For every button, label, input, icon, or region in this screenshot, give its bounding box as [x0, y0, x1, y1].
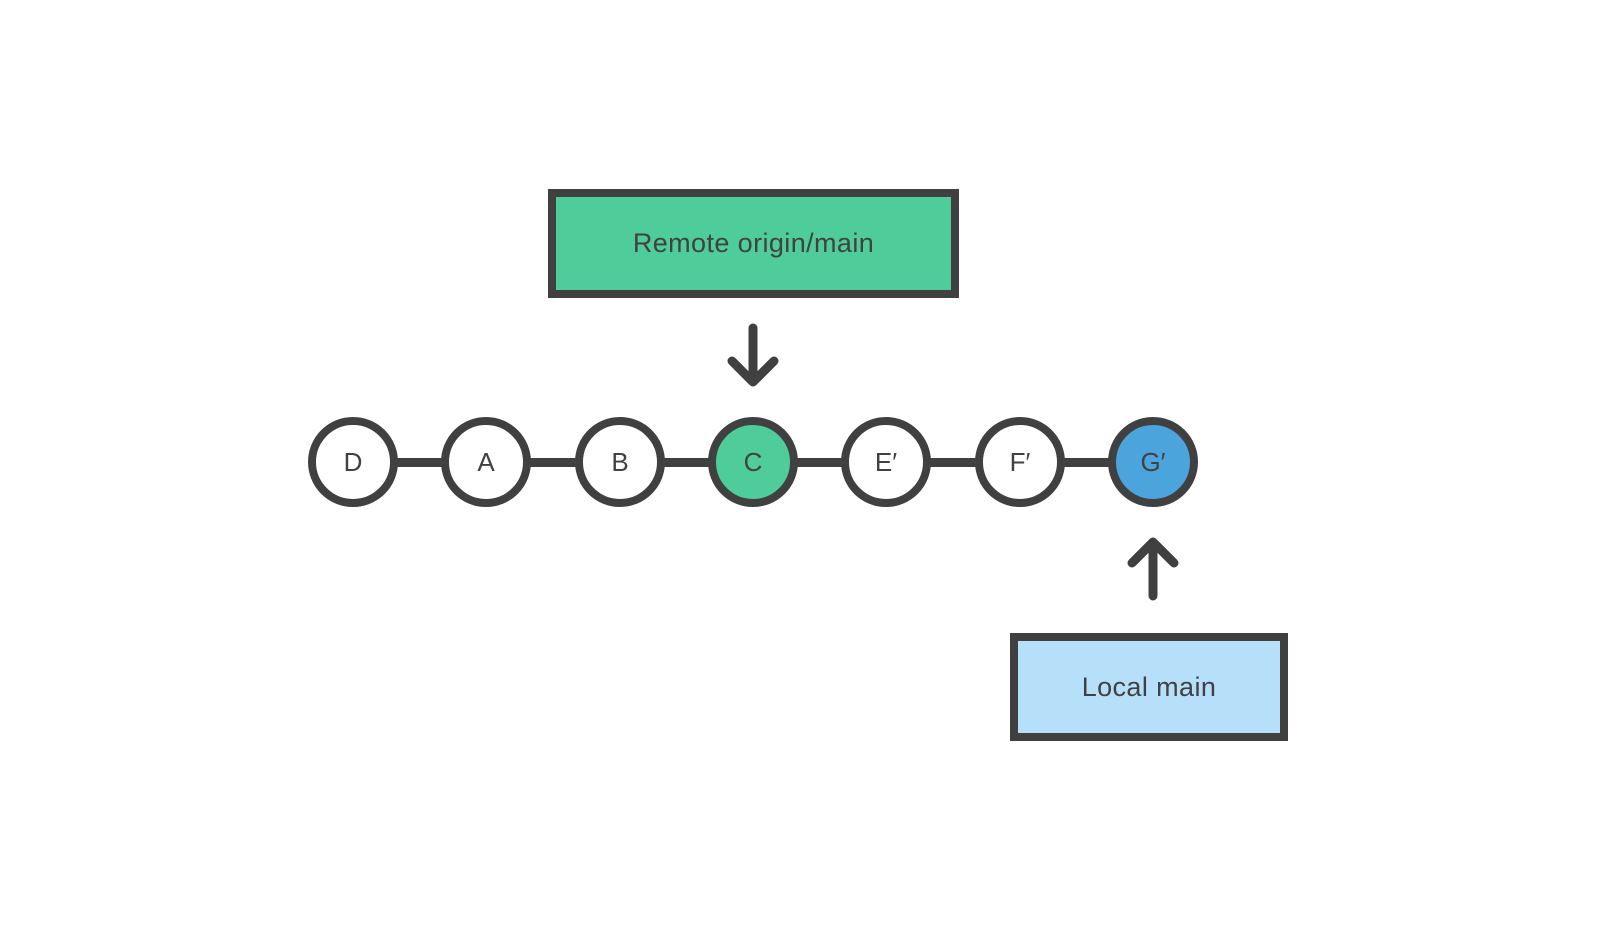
commit-node-e-prime: E′ [841, 417, 931, 507]
commit-node-g-prime: G′ [1108, 417, 1198, 507]
local-branch-label-box: Local main [1010, 633, 1288, 741]
commit-label: F′ [1009, 446, 1031, 477]
remote-branch-label-box: Remote origin/main [548, 189, 959, 298]
commit-node-f-prime: F′ [975, 417, 1065, 507]
arrow-up-icon [1127, 537, 1179, 601]
arrow-down-icon [727, 323, 779, 387]
commit-label: B [611, 446, 629, 477]
commit-node-b: B [575, 417, 665, 507]
commit-node-d: D [308, 417, 398, 507]
commit-label: E′ [874, 446, 898, 477]
commit-node-c: C [708, 417, 798, 507]
commit-label: C [743, 446, 763, 477]
commit-label: G′ [1140, 446, 1166, 477]
remote-branch-label: Remote origin/main [632, 228, 875, 258]
local-branch-label: Local main [1081, 671, 1217, 702]
commit-label: D [343, 446, 363, 477]
commit-label: A [477, 446, 495, 477]
commit-node-a: A [441, 417, 531, 507]
